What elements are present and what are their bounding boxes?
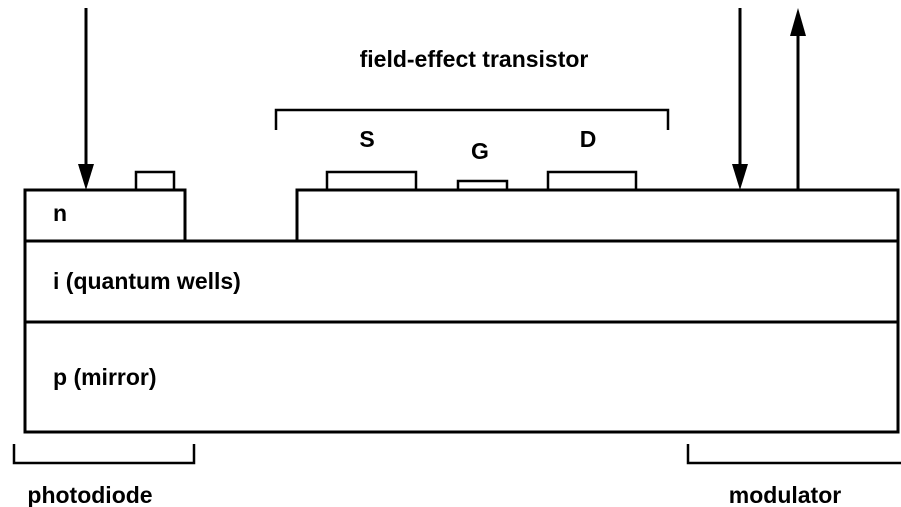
modulator-input-arrow bbox=[732, 8, 748, 190]
photodiode-label: photodiode bbox=[27, 482, 152, 507]
source-label: S bbox=[359, 126, 374, 152]
modulator-bracket bbox=[686, 444, 901, 465]
modulator-label: modulator bbox=[729, 482, 841, 507]
modulator-output-arrow bbox=[790, 8, 806, 190]
fet-title: field-effect transistor bbox=[360, 46, 589, 72]
photodiode-contact bbox=[134, 170, 176, 192]
drain-label: D bbox=[580, 126, 597, 152]
p-layer-label: p (mirror) bbox=[53, 364, 157, 390]
fet-bracket bbox=[274, 108, 670, 130]
n-layer-photodiode bbox=[23, 188, 187, 243]
drain-contact bbox=[546, 170, 638, 192]
i-layer-label: i (quantum wells) bbox=[53, 268, 241, 294]
gate-label: G bbox=[471, 138, 489, 164]
photodiode-bracket bbox=[12, 444, 196, 465]
n-layer-fet-modulator bbox=[295, 188, 900, 243]
p-layer bbox=[23, 320, 900, 434]
n-layer-label: n bbox=[53, 200, 67, 226]
source-contact bbox=[325, 170, 418, 192]
i-layer bbox=[23, 239, 900, 324]
photodiode-input-arrow bbox=[78, 8, 94, 190]
